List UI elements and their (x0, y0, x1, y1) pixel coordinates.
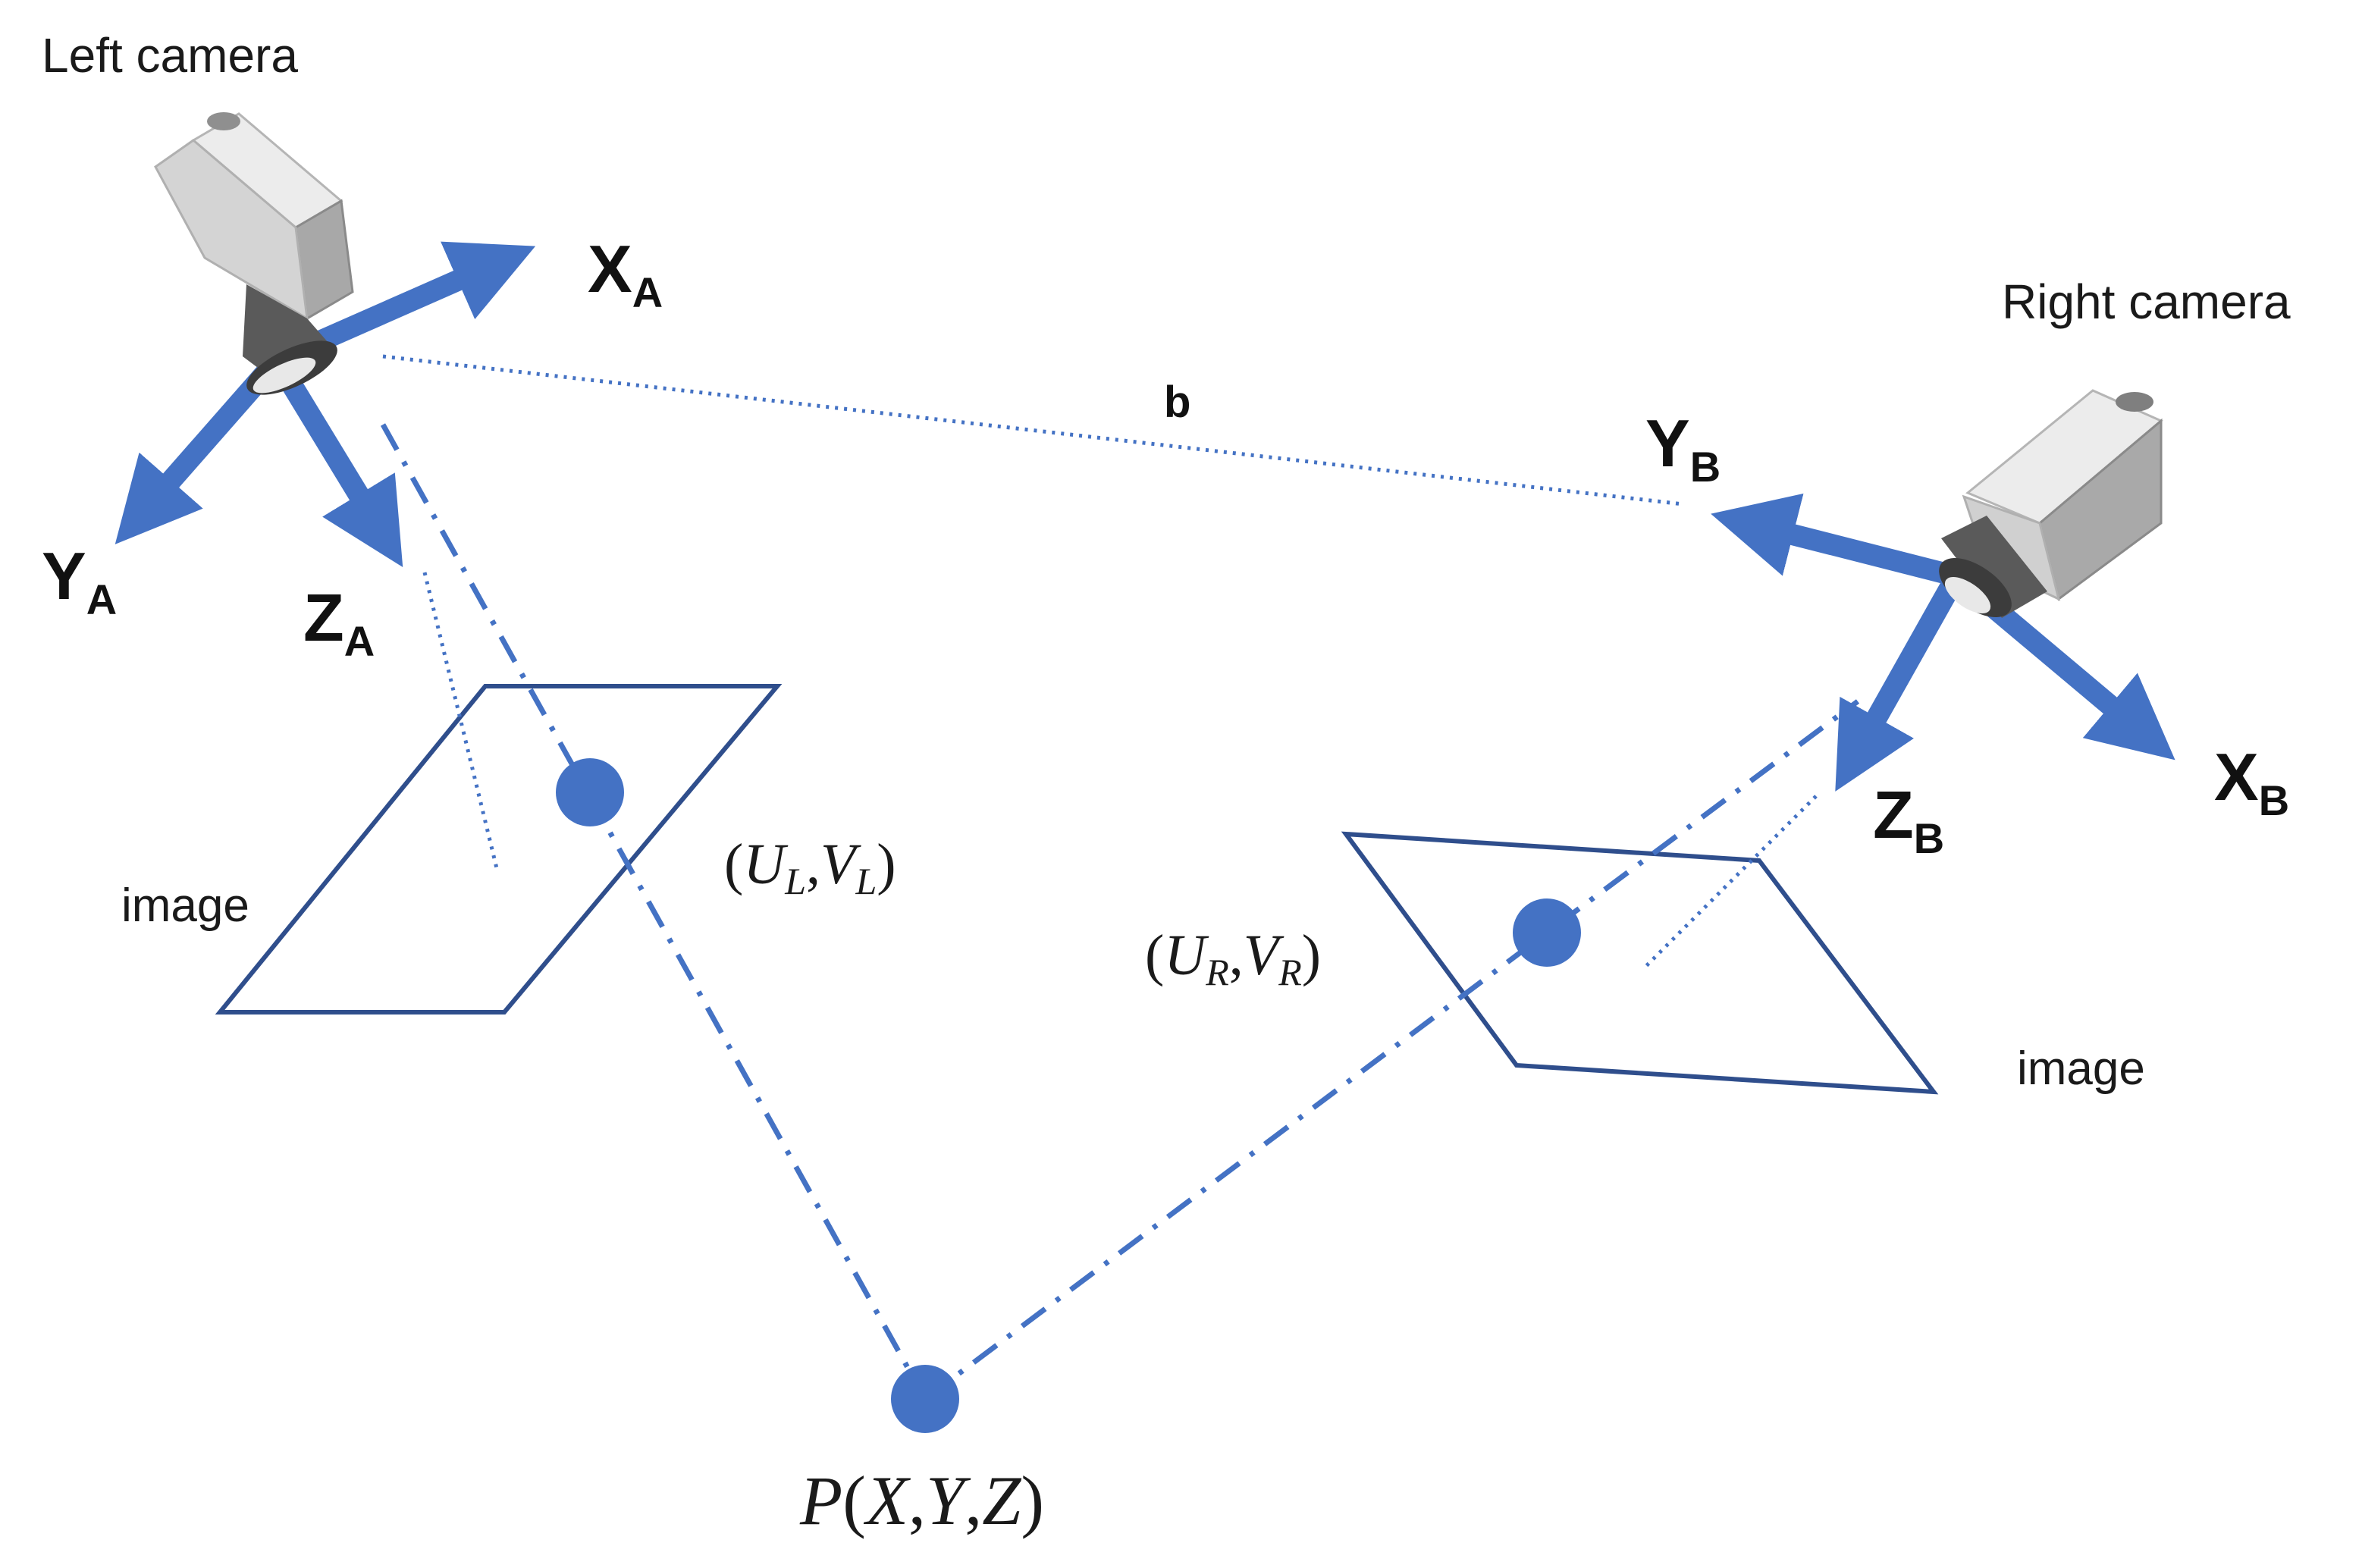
world-point-label: P(X,Y,Z) (799, 1462, 1044, 1539)
left-z-axis-arrow (268, 354, 403, 568)
yb-axis-label: YB (1645, 406, 1721, 491)
world-point (891, 1365, 959, 1433)
right-camera-icon (1939, 389, 2163, 618)
left-camera-label: Left camera (42, 28, 298, 83)
right-y-axis-arrow (1711, 493, 1959, 587)
left-optical-axis (422, 572, 499, 869)
right-optical-axis (1644, 795, 1818, 968)
left-projection-label: (UL,VL) (724, 833, 896, 902)
xb-axis-label: XB (2214, 739, 2289, 824)
xa-axis-label: XA (588, 231, 663, 316)
right-projection-label: (UR,VR) (1145, 924, 1321, 993)
baseline-line (382, 354, 1684, 506)
right-projection-point (1513, 898, 1581, 967)
baseline-label: b (1164, 378, 1190, 427)
left-projection-point (556, 758, 624, 826)
left-image-plane (215, 684, 783, 1014)
zb-axis-label: ZB (1873, 777, 1944, 862)
right-z-axis-arrow (1835, 571, 1966, 792)
left-projection-ray (380, 423, 928, 1400)
right-image-label: image (2017, 1043, 2145, 1095)
left-camera-icon (154, 112, 354, 395)
za-axis-label: ZA (303, 580, 375, 665)
right-projection-ray (923, 699, 1860, 1401)
left-image-label: image (121, 880, 249, 932)
right-image-plane (1341, 831, 1939, 1095)
ya-axis-label: YA (42, 538, 117, 623)
right-camera-label: Right camera (2002, 274, 2291, 329)
